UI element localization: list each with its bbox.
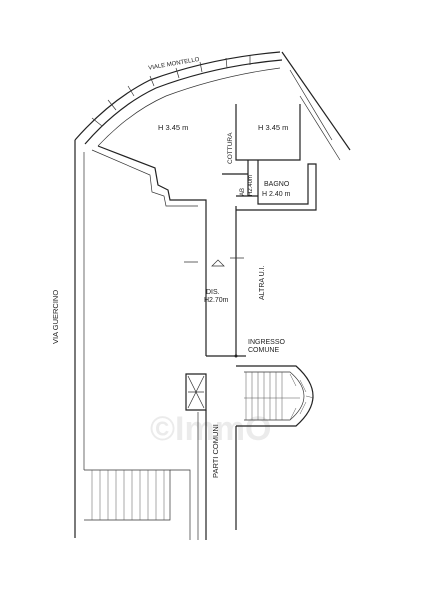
closet-code: AB	[240, 188, 246, 196]
street-label-top: VIALE MONTELLO	[148, 57, 200, 72]
entrance-label-line2: COMUNE	[248, 347, 279, 354]
other-unit-label: ALTRA U.I.	[259, 265, 266, 300]
east-boundary	[281, 51, 351, 151]
west-street	[74, 140, 191, 540]
common-parts-label: PARTI COMUNI	[211, 424, 220, 478]
bath-label: BAGNO	[264, 181, 290, 188]
room-main-height: H 3.45 m	[158, 123, 188, 132]
common-area	[185, 373, 237, 540]
hall-label: DIS.	[206, 289, 220, 296]
hall-height: H2.70m	[204, 297, 229, 304]
bath-height: H 2.40 m	[262, 191, 291, 198]
closet-height: H2.40m	[248, 175, 254, 196]
watermark: ©ImmO	[150, 410, 271, 448]
apartment-walls	[91, 104, 317, 357]
stairwell	[236, 365, 315, 427]
kitchen-label: COTTURA	[227, 132, 234, 164]
entrance-label-line1: INGRESSO	[248, 339, 286, 346]
street-label-left: VIA GUERCINO	[51, 290, 60, 344]
room-right-height: H 3.45 m	[258, 123, 288, 132]
north-facade	[74, 51, 283, 147]
